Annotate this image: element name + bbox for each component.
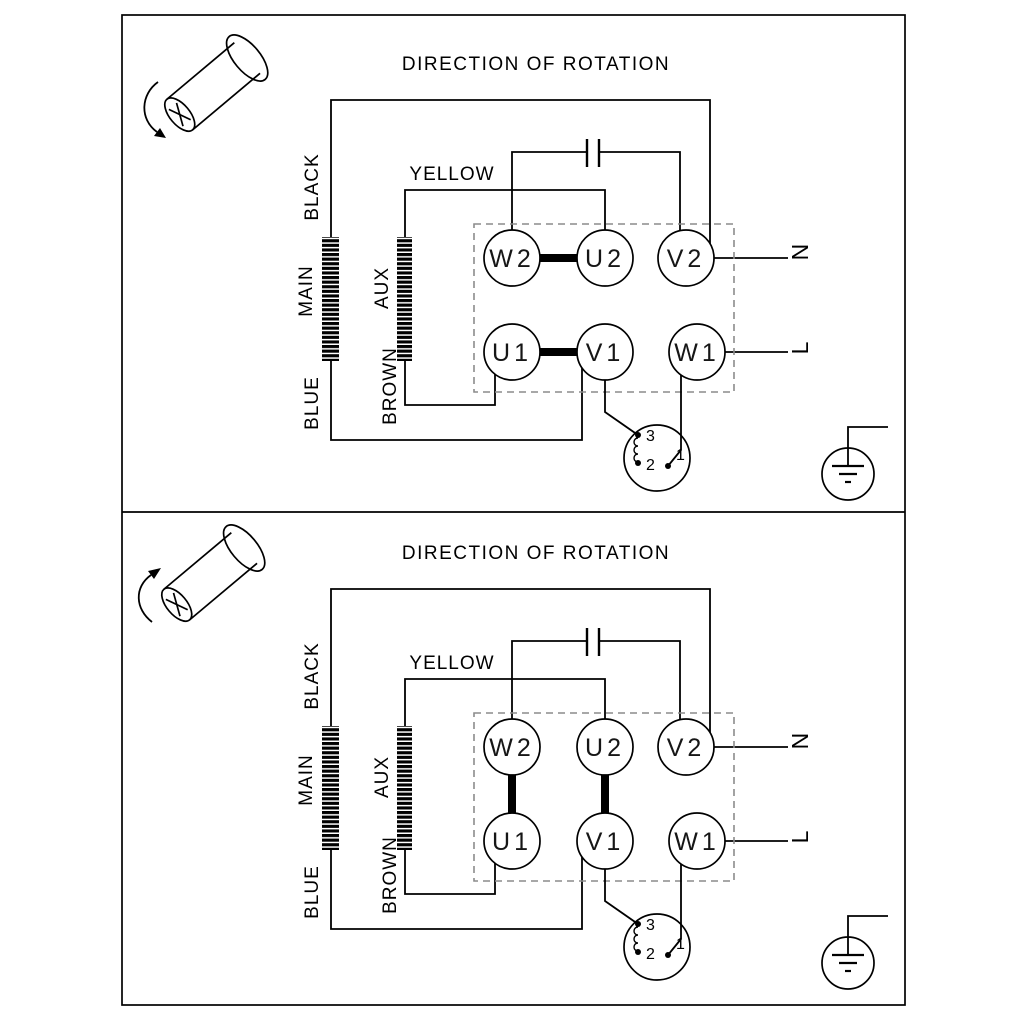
label-black: BLACK xyxy=(302,642,323,709)
rotation-arrowhead-icon xyxy=(148,568,161,579)
label-black: BLACK xyxy=(302,153,323,220)
wire-w1-to-switch xyxy=(667,375,682,467)
wire-w1-to-switch xyxy=(667,864,682,956)
switch-terminal-2-label: 2 xyxy=(646,946,655,963)
wire-brown xyxy=(404,352,496,406)
terminal-w2-label: W2 xyxy=(489,734,535,762)
switch-terminal-1-dot xyxy=(665,463,671,469)
capacitor-icon xyxy=(585,139,601,167)
wire-capacitor-left xyxy=(511,640,587,747)
wire-capacitor-right xyxy=(599,151,681,258)
terminal-u2-label: U2 xyxy=(585,734,625,762)
panel-title: DIRECTION OF ROTATION xyxy=(402,54,670,75)
wire-black xyxy=(330,588,711,747)
aux-winding xyxy=(397,237,412,361)
link-w2-u1 xyxy=(508,775,516,813)
terminal-v2 xyxy=(657,229,715,287)
label-brown: BROWN xyxy=(380,836,401,914)
link-u2-v1 xyxy=(601,775,609,813)
wire-capacitor-right xyxy=(599,640,681,747)
main-winding xyxy=(322,237,339,361)
wire-blue xyxy=(330,841,583,930)
label-yellow: YELLOW xyxy=(409,164,494,185)
switch-terminal-3-label: 3 xyxy=(646,917,655,934)
switch-terminal-3-label: 3 xyxy=(646,428,655,445)
ground-icon xyxy=(821,915,888,990)
label-yellow: YELLOW xyxy=(409,653,494,674)
terminal-u1-label: U1 xyxy=(492,828,532,856)
label-main: MAIN xyxy=(296,265,317,317)
line-label: L xyxy=(787,341,813,354)
terminal-v2-label: V2 xyxy=(667,245,706,273)
wire-brown xyxy=(404,841,496,895)
link-u1-v1 xyxy=(540,348,577,356)
motor-icon xyxy=(143,34,269,138)
rotation-arrowhead-icon xyxy=(154,128,166,138)
aux-winding xyxy=(397,726,412,850)
terminal-w1-label: W1 xyxy=(674,828,720,856)
rotation-arrow-icon xyxy=(137,574,153,623)
switch-coil xyxy=(633,926,639,952)
terminal-w1 xyxy=(668,323,726,381)
neutral-label: N xyxy=(787,733,813,750)
label-aux: AUX xyxy=(372,267,393,309)
terminal-v1-label: V1 xyxy=(586,339,625,367)
terminal-v1-label: V1 xyxy=(586,828,625,856)
terminal-v2-label: V2 xyxy=(667,734,706,762)
panel-top: DIRECTION OF ROTATION xyxy=(143,34,888,501)
wire-black xyxy=(330,99,711,258)
terminal-w2-label: W2 xyxy=(489,245,535,273)
panel-title: DIRECTION OF ROTATION xyxy=(402,543,670,564)
label-main: MAIN xyxy=(296,754,317,806)
terminal-u2-label: U2 xyxy=(585,245,625,273)
switch-terminal-3-dot xyxy=(635,921,641,927)
switch-coil xyxy=(633,437,639,463)
rotation-arrow-icon xyxy=(143,81,159,133)
thermal-switch: 3 2 1 xyxy=(604,864,691,981)
terminal-u1-label: U1 xyxy=(492,339,532,367)
thermal-switch: 3 2 1 xyxy=(604,375,691,492)
link-w2-u2 xyxy=(540,254,577,262)
line-label: L xyxy=(787,830,813,843)
label-brown: BROWN xyxy=(380,347,401,425)
wire-v1-to-switch xyxy=(604,869,639,925)
wire-v1-to-switch xyxy=(604,380,639,436)
label-aux: AUX xyxy=(372,756,393,798)
switch-terminal-1-label: 1 xyxy=(676,936,685,953)
wire-blue xyxy=(330,352,583,441)
outer-border xyxy=(121,14,906,1006)
wire-yellow xyxy=(404,189,606,258)
terminal-board-outline xyxy=(473,712,735,882)
neutral-label: N xyxy=(787,244,813,261)
panel-bottom: DIRECTION OF ROTATION xyxy=(137,524,888,990)
main-winding xyxy=(322,726,339,850)
ground-icon xyxy=(821,426,888,501)
switch-terminal-3-dot xyxy=(635,432,641,438)
terminal-w1 xyxy=(668,812,726,870)
terminal-v2 xyxy=(657,718,715,776)
switch-terminal-1-dot xyxy=(665,952,671,958)
motor-icon xyxy=(137,524,266,623)
wire-capacitor-left xyxy=(511,151,587,258)
switch-terminal-2-label: 2 xyxy=(646,457,655,474)
label-blue: BLUE xyxy=(302,376,323,430)
capacitor-icon xyxy=(585,628,601,656)
switch-terminal-1-label: 1 xyxy=(676,447,685,464)
label-blue: BLUE xyxy=(302,865,323,919)
terminal-board-outline xyxy=(473,223,735,393)
wire-yellow xyxy=(404,678,606,747)
terminal-w1-label: W1 xyxy=(674,339,720,367)
